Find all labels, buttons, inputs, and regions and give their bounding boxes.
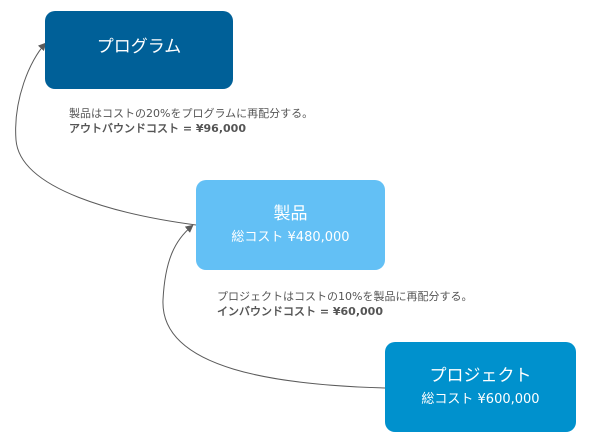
product-box: 製品 総コスト ¥480,000 [196, 180, 385, 270]
annotation-project-to-product-description: プロジェクトはコストの10%を製品に再配分する。 [217, 290, 473, 303]
arrow-product-to-program [15, 42, 197, 226]
program-title: プログラム [96, 37, 182, 57]
annotation-product-to-program-cost: アウトバウンドコスト = ¥96,000 [69, 122, 246, 135]
annotation-product-to-program-description: 製品はコストの20%をプログラムに再配分する。 [69, 107, 314, 120]
project-box: プロジェクト 総コスト ¥600,000 [385, 342, 576, 432]
annotation-project-to-product: プロジェクトはコストの10%を製品に再配分する。 インバウンドコスト = ¥60… [217, 289, 472, 319]
project-title: プロジェクト [429, 366, 532, 386]
annotation-project-to-product-cost: インバウンドコスト = ¥60,000 [217, 305, 383, 318]
arrow-project-to-product [162, 224, 386, 389]
product-title: 製品 [273, 204, 308, 224]
project-total-cost: 総コスト ¥600,000 [421, 392, 540, 407]
program-box: プログラム [45, 11, 233, 89]
annotation-product-to-program: 製品はコストの20%をプログラムに再配分する。 アウトバウンドコスト = ¥96… [69, 106, 313, 136]
product-total-cost: 総コスト ¥480,000 [231, 230, 350, 245]
